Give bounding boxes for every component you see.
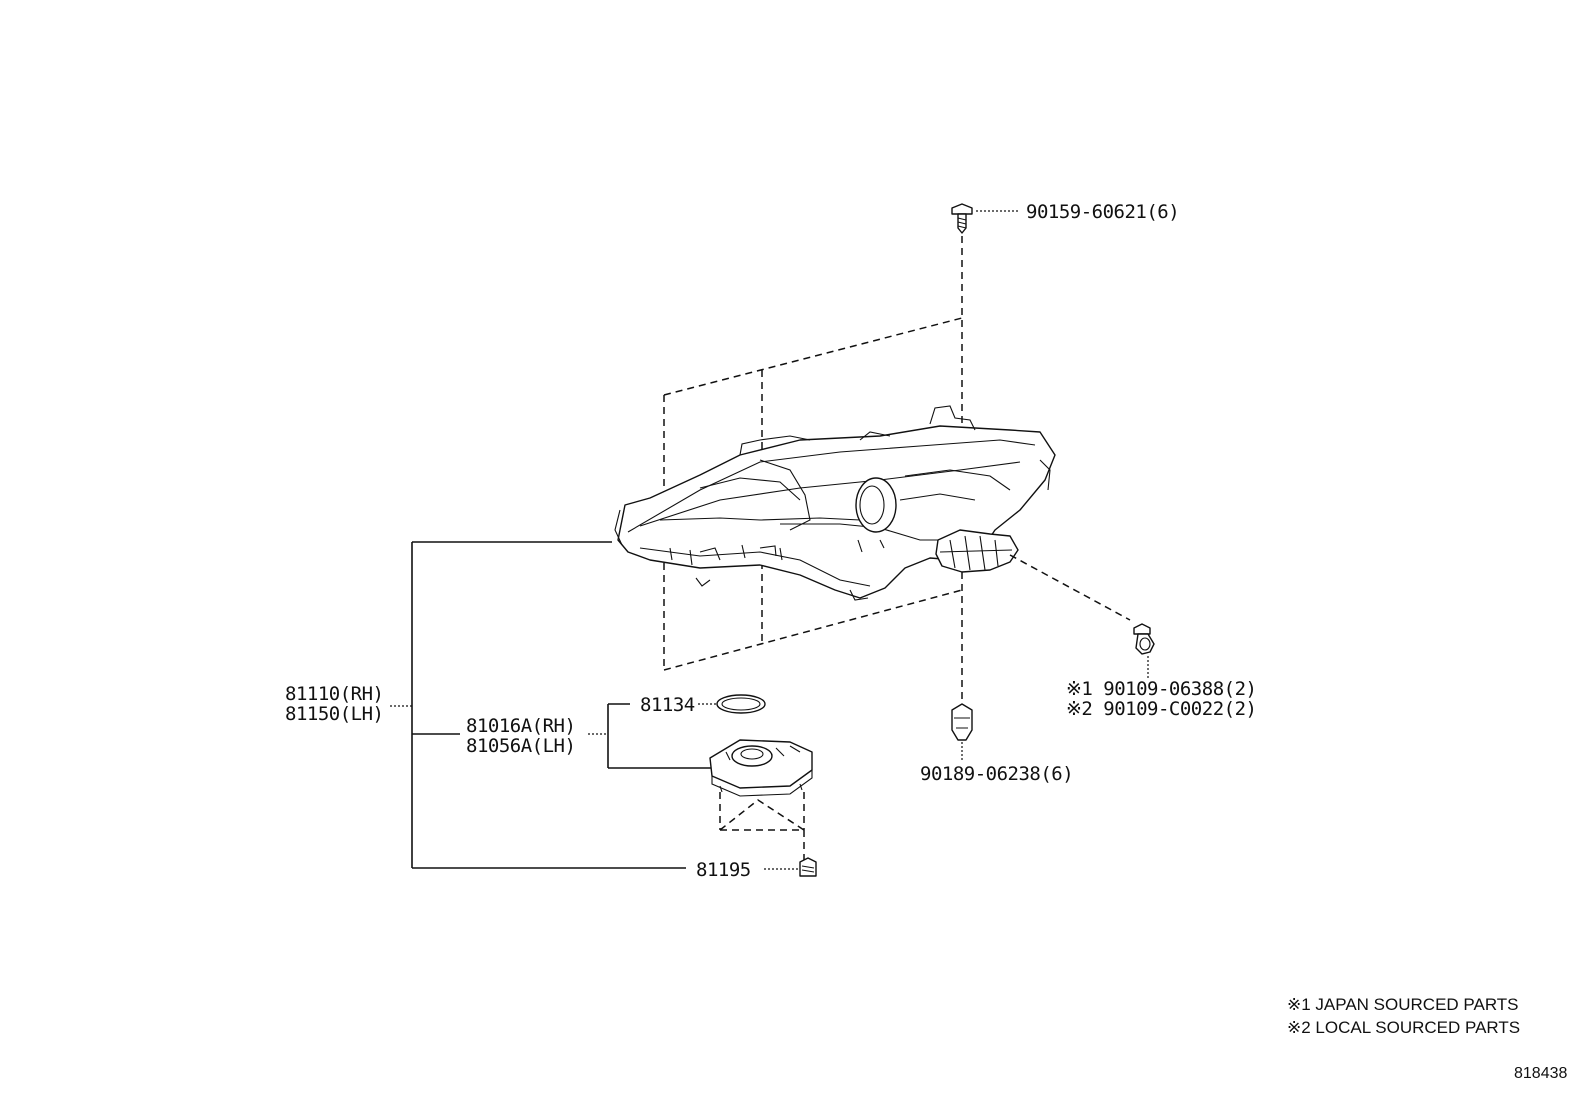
callout-headlamp-rh: 81110(RH) [285,683,383,705]
headlamp-assembly [614,405,1056,601]
diagram-code: 818438 [1514,1065,1567,1082]
callout-ballast-lh: 81056A(LH) [466,735,575,757]
callout-bolt-right-local: ※2 90109-C0022(2) [1066,698,1256,720]
bracket-headlamp [390,541,686,869]
callout-screw: 81195 [696,859,751,881]
note-japan-sourced: ※1 JAPAN SOURCED PARTS [1287,995,1519,1014]
callout-headlamp-lh: 81150(LH) [285,703,383,725]
callout-bolt-top: 90159-60621(6) [1026,201,1179,223]
flange-bolt-right-icon [1133,623,1155,655]
bracket-ballast [588,703,712,769]
callout-bolt-right-jp: ※1 90109-06388(2) [1066,678,1256,700]
callout-ring: 81134 [640,694,695,716]
screw-icon [799,857,817,877]
o-ring-icon [716,694,766,714]
callout-ballast-rh: 81016A(RH) [466,715,575,737]
clip-nut-icon [951,703,973,741]
note-local-sourced: ※2 LOCAL SOURCED PARTS [1287,1018,1520,1037]
ballast-screw-dashes [719,792,805,860]
leader-right-dashed [1009,554,1131,621]
ballast-unit-icon [709,739,813,797]
flange-bolt-top-icon [951,203,973,234]
callout-nut-bottom: 90189-06238(6) [920,763,1073,785]
